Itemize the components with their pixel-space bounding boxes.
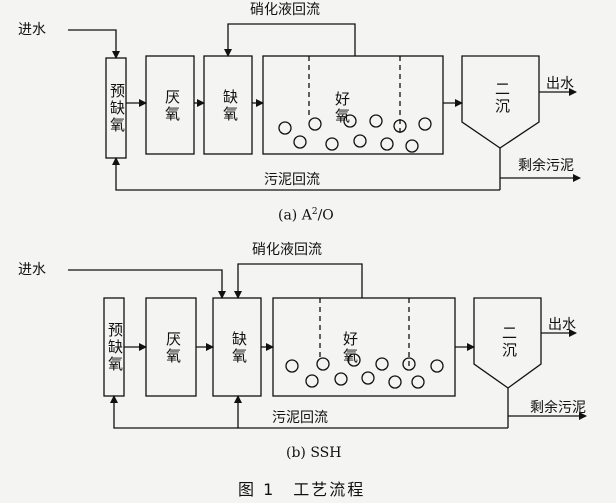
b-nitrate-recycle-line bbox=[234, 263, 363, 299]
a-excess-sludge-label: 剩余污泥 bbox=[518, 158, 574, 174]
b-aerobic-dividers bbox=[319, 298, 410, 370]
b-sludge-recycle-line bbox=[110, 395, 508, 429]
b-anoxic-label: 缺氧 bbox=[230, 331, 248, 365]
a-clarifier-label: 二沉 bbox=[493, 81, 511, 115]
a-anaerobic-label: 厌氧 bbox=[163, 89, 181, 123]
a-sludge-recycle-line bbox=[112, 157, 500, 191]
a-aerobic-tank bbox=[262, 55, 444, 155]
b-inlet-arrow bbox=[68, 269, 226, 299]
b-aerobic-label: 好氧 bbox=[341, 331, 359, 365]
a-aerobic-label: 好氧 bbox=[333, 91, 351, 125]
b-aeration-bubbles bbox=[285, 353, 444, 389]
b-inlet-label: 进水 bbox=[18, 262, 46, 278]
a-pre-anoxic-label: 预缺氧 bbox=[108, 82, 126, 134]
b-clarifier-label: 二沉 bbox=[500, 325, 518, 359]
a-outlet-label: 出水 bbox=[546, 76, 574, 92]
a-sludge-recycle-label: 污泥回流 bbox=[264, 172, 320, 188]
b-caption: (b) SSH bbox=[286, 445, 342, 461]
a-nitrate-recycle-line bbox=[224, 23, 356, 57]
b-clarifier bbox=[473, 297, 542, 389]
figure-title: 图 1 工艺流程 bbox=[238, 480, 366, 499]
a-clarifier bbox=[461, 55, 540, 149]
b-nitrate-recycle-label: 硝化液回流 bbox=[252, 242, 322, 258]
b-aerobic-tank bbox=[272, 297, 456, 397]
b-outlet-label: 出水 bbox=[548, 317, 576, 333]
a-inlet-arrow bbox=[68, 29, 120, 59]
b-anaerobic-label: 厌氧 bbox=[164, 331, 182, 365]
a-aerobic-dividers bbox=[308, 56, 401, 134]
b-pre-anoxic-label: 预缺氧 bbox=[106, 321, 124, 373]
b-sludge-recycle-label: 污泥回流 bbox=[272, 410, 328, 426]
a-anoxic-label: 缺氧 bbox=[221, 89, 239, 123]
a-aeration-bubbles bbox=[278, 114, 432, 153]
a-caption: (a) A2/O bbox=[278, 207, 334, 224]
a-inlet-label: 进水 bbox=[18, 22, 46, 38]
b-excess-sludge-label: 剩余污泥 bbox=[530, 400, 586, 416]
a-nitrate-recycle-label: 硝化液回流 bbox=[250, 2, 320, 18]
